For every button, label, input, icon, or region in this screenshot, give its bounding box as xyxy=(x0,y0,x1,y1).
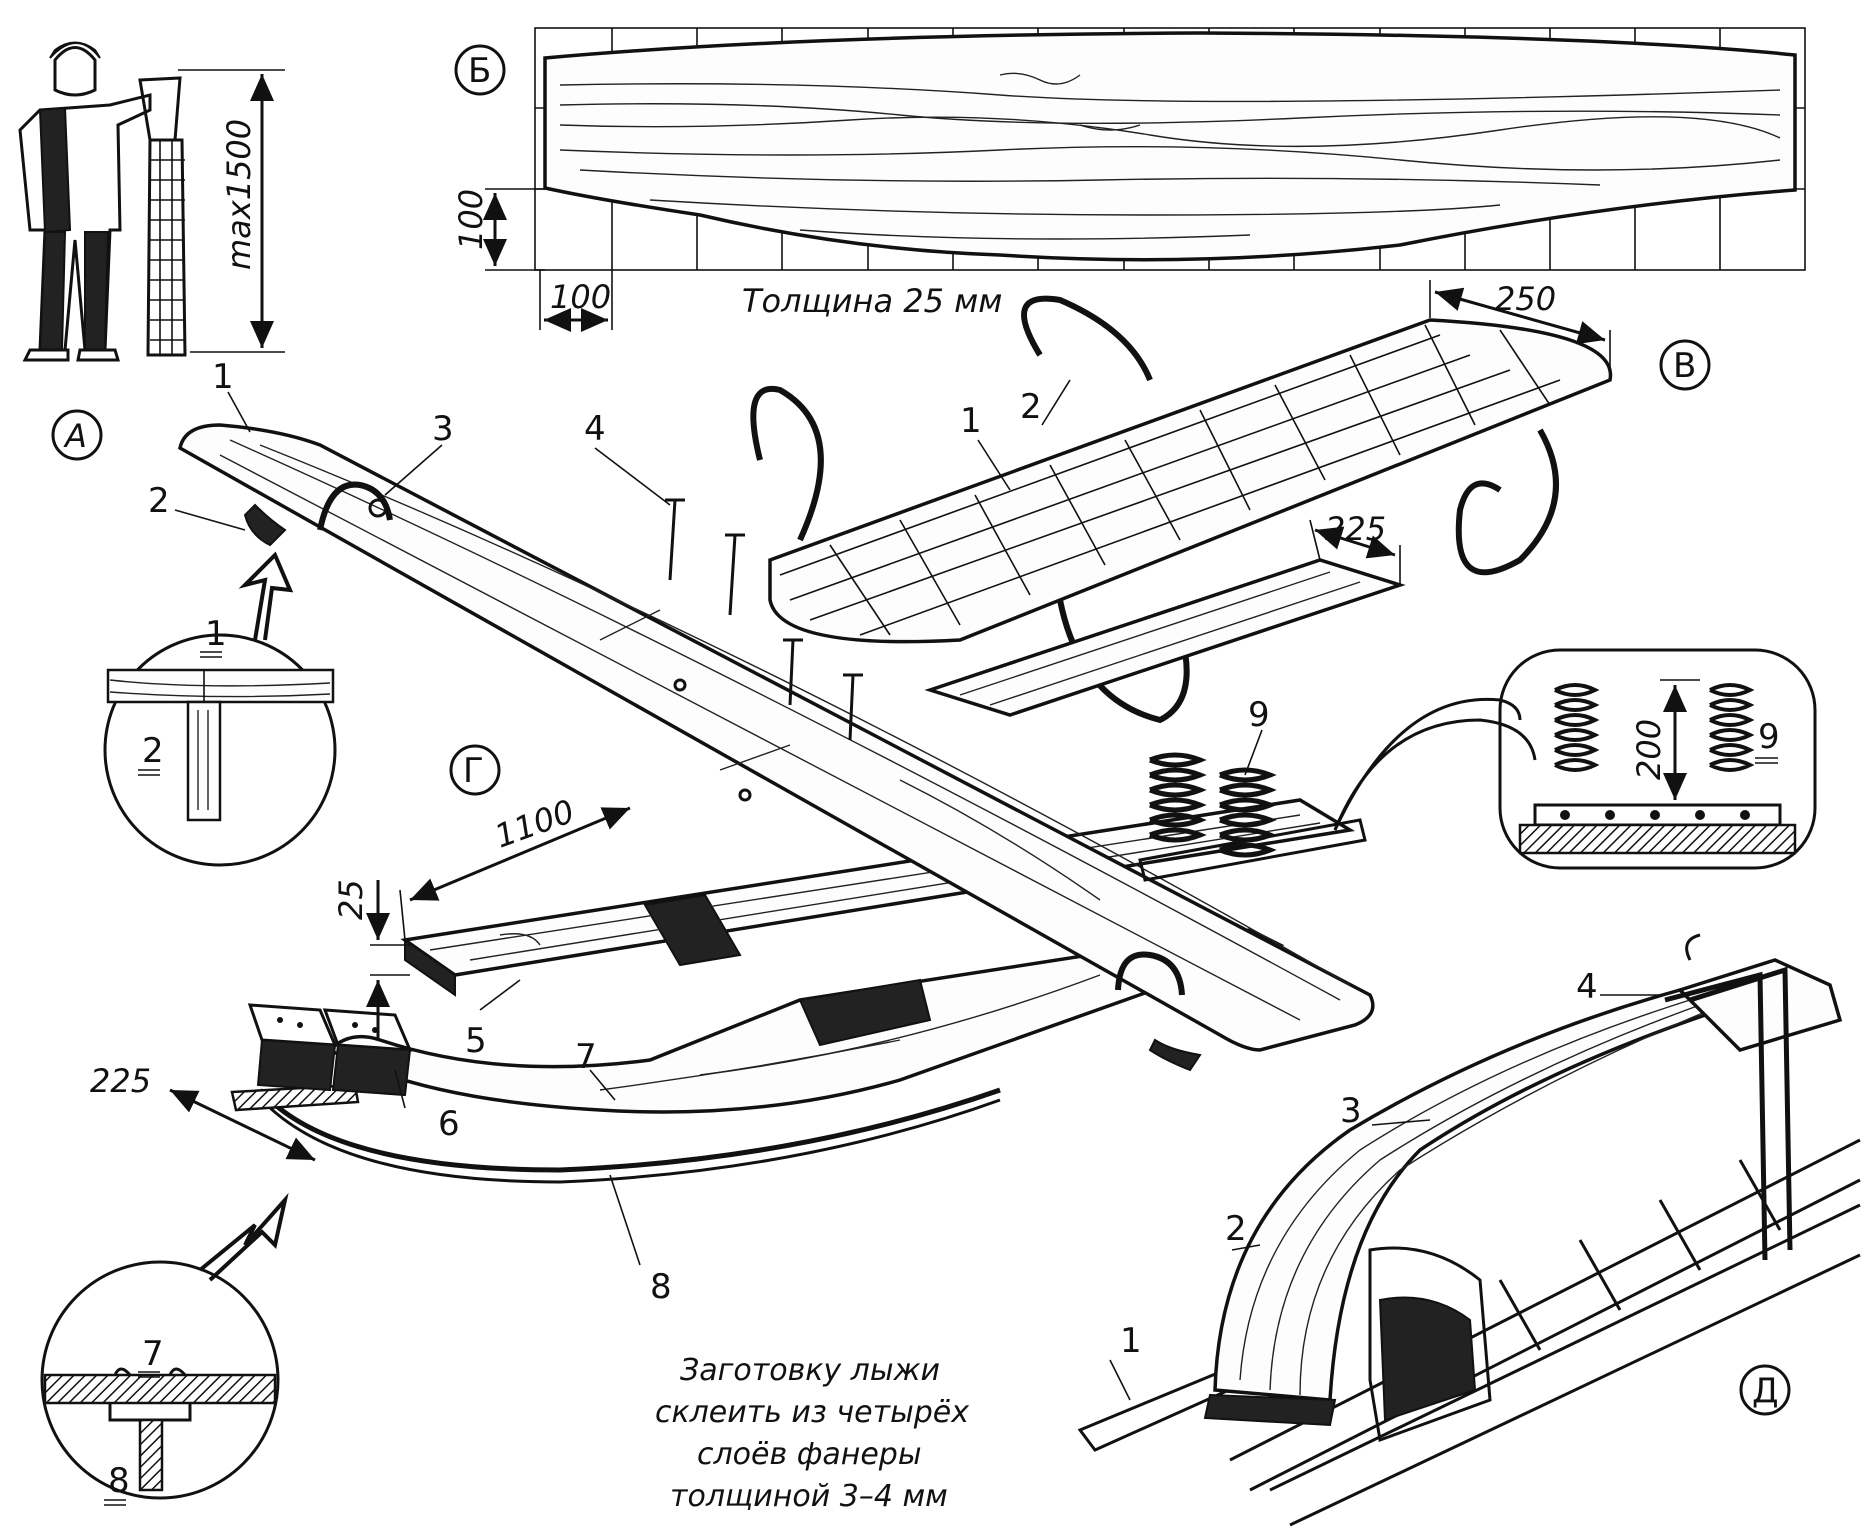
svg-text:Д: Д xyxy=(1752,1371,1779,1411)
note-line-1: Заготовку лыжи xyxy=(680,1353,940,1388)
view-b-cell-dimension: 100 xyxy=(550,278,611,316)
svg-text:А: А xyxy=(63,417,87,455)
view-a-marker: А xyxy=(51,409,103,461)
detail-spring-200-dimension: 200 xyxy=(1630,719,1668,780)
view-d-part-1: 1 xyxy=(1120,1321,1142,1361)
view-v-length-dimension: 250 xyxy=(1495,280,1556,318)
view-g-cross-board xyxy=(400,798,1356,997)
view-b-thickness-note: Толщина 25 мм xyxy=(742,282,1002,320)
detail-ski-joint xyxy=(40,1192,289,1500)
note-line-4: толщиной 3–4 мм xyxy=(670,1479,948,1514)
view-b-dimensions xyxy=(483,188,613,332)
svg-text:В: В xyxy=(1673,346,1696,386)
note-line-3: слоёв фанеры xyxy=(697,1437,922,1472)
view-d-assembly xyxy=(1077,933,1861,1527)
view-g-marker: Г xyxy=(449,744,501,796)
view-g-part-6: 6 xyxy=(438,1104,460,1144)
view-g-part-4: 4 xyxy=(584,409,606,449)
view-v-seat xyxy=(750,280,1613,724)
view-b-height-dimension: 100 xyxy=(452,189,490,250)
view-g-dimensions xyxy=(169,806,631,1162)
view-g-ski-225-dimension: 225 xyxy=(90,1062,151,1100)
view-d-marker: Д xyxy=(1739,1364,1791,1416)
view-g-part-2: 2 xyxy=(148,481,170,521)
view-v-part-1: 1 xyxy=(960,401,982,441)
detail-spring xyxy=(1333,648,1817,870)
view-b-marker: Б xyxy=(454,44,506,96)
detail-beam-part-1: 1 xyxy=(205,614,227,654)
view-g-part-8: 8 xyxy=(650,1267,672,1307)
view-g-part-5: 5 xyxy=(465,1021,487,1061)
view-d-leaders xyxy=(1109,994,1665,1401)
view-d-part-2: 2 xyxy=(1225,1209,1247,1249)
view-d-part-3: 3 xyxy=(1340,1091,1362,1131)
view-b-seat-board xyxy=(543,31,1797,262)
view-g-hinge xyxy=(247,1003,413,1097)
detail-spring-part-9: 9 xyxy=(1758,717,1780,757)
svg-text:Г: Г xyxy=(463,751,484,791)
detail-beam-part-2: 2 xyxy=(142,731,164,771)
view-g-lower-board xyxy=(924,519,1406,717)
view-v-marker: В xyxy=(1659,339,1711,391)
view-a-figure xyxy=(18,41,285,362)
assembly-note: Заготовку лыжи склеить из четырёх слоёв … xyxy=(655,1353,969,1514)
note-line-2: склеить из четырёх xyxy=(655,1395,969,1430)
view-g-springs xyxy=(1138,752,1367,882)
view-g-bolts xyxy=(665,498,863,741)
view-v-part-2: 2 xyxy=(1020,387,1042,427)
detail-beam-joint xyxy=(103,551,337,867)
view-g-part-7: 7 xyxy=(575,1037,597,1077)
view-a-dimension: max1500 xyxy=(220,119,258,270)
detail-ski-part-8: 8 xyxy=(108,1461,130,1501)
view-g-25-dimension: 25 xyxy=(332,879,370,920)
detail-ski-part-7: 7 xyxy=(142,1334,164,1374)
view-g-1100-dimension: 1100 xyxy=(490,792,580,856)
view-g-part-3: 3 xyxy=(432,409,454,449)
view-g-main-beam xyxy=(178,423,1375,1072)
view-g-top-225-dimension: 225 xyxy=(1325,510,1386,548)
svg-text:Б: Б xyxy=(468,51,491,91)
view-g-part-9: 9 xyxy=(1248,695,1270,735)
view-d-part-4: 4 xyxy=(1576,967,1598,1007)
view-g-part-1: 1 xyxy=(212,357,234,397)
view-g-leaders xyxy=(174,391,1263,1266)
